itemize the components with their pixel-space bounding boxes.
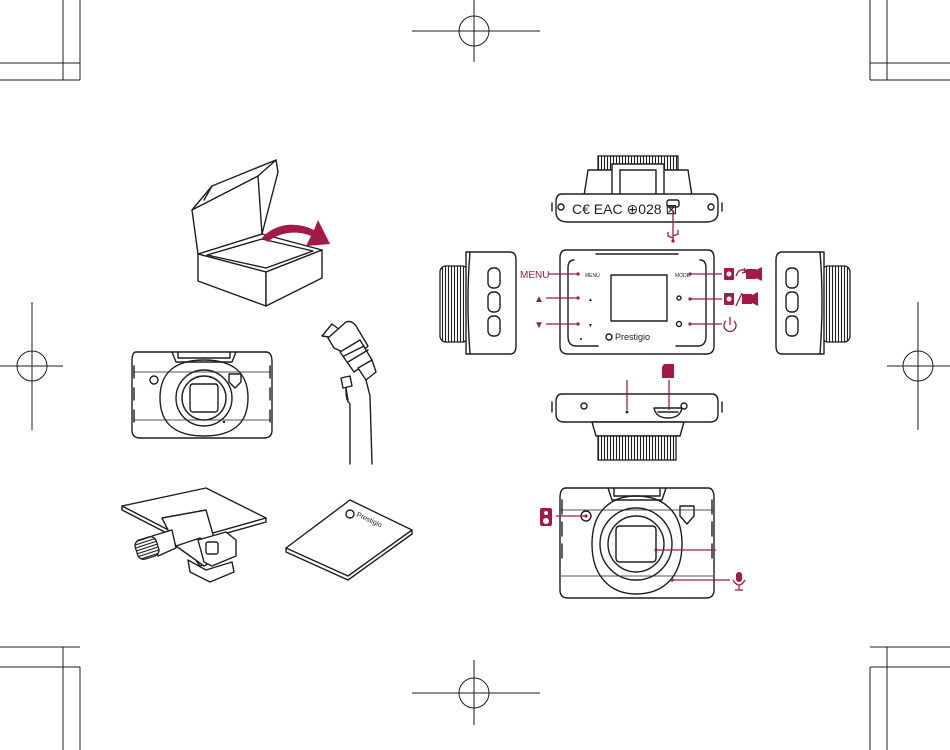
usb-icon [668, 222, 678, 243]
camera-right-side-view [776, 252, 850, 354]
camera-brand-text: Prestigio [615, 332, 650, 342]
camera-front-view [556, 488, 730, 598]
power-icon [724, 317, 736, 331]
crop-mark-icon [870, 0, 950, 80]
camera-back-view: Prestigio MENU ▲ ▼ MODE [546, 250, 722, 354]
registration-mark-left [0, 302, 63, 430]
crop-mark-icon [870, 647, 950, 750]
crop-mark-icon [0, 0, 80, 80]
camera-bottom-view [552, 380, 722, 460]
button-text-up: ▲ [588, 297, 593, 303]
label-menu: MENU [520, 270, 549, 281]
speaker-icon [540, 508, 552, 526]
label-down: ▼ [534, 320, 544, 331]
sd-card-icon [662, 364, 674, 378]
camera-top-view: C€ EAC ⊕028 ⊠ [552, 156, 722, 222]
button-text-menu: MENU [585, 273, 600, 279]
microphone-icon [733, 572, 745, 590]
camera-left-side-view [440, 252, 516, 354]
label-up: ▲ [534, 294, 544, 305]
crop-mark-icon [0, 647, 80, 750]
car-charger-icon [322, 322, 376, 465]
manual-icon: Prestigio [286, 500, 412, 580]
photo-video-icon [724, 292, 758, 306]
registration-mark-right [887, 302, 950, 430]
registration-mark-bottom [412, 660, 540, 725]
mount-icon [122, 488, 266, 582]
button-text-down: ▼ [588, 323, 593, 329]
camera-icon [132, 352, 272, 438]
certification-marks: C€ EAC ⊕028 ⊠ [572, 201, 677, 217]
button-text-mode: MODE [675, 273, 691, 279]
photo-video-switch-icon [724, 267, 762, 281]
box-icon [192, 160, 330, 306]
registration-mark-top [412, 0, 540, 62]
